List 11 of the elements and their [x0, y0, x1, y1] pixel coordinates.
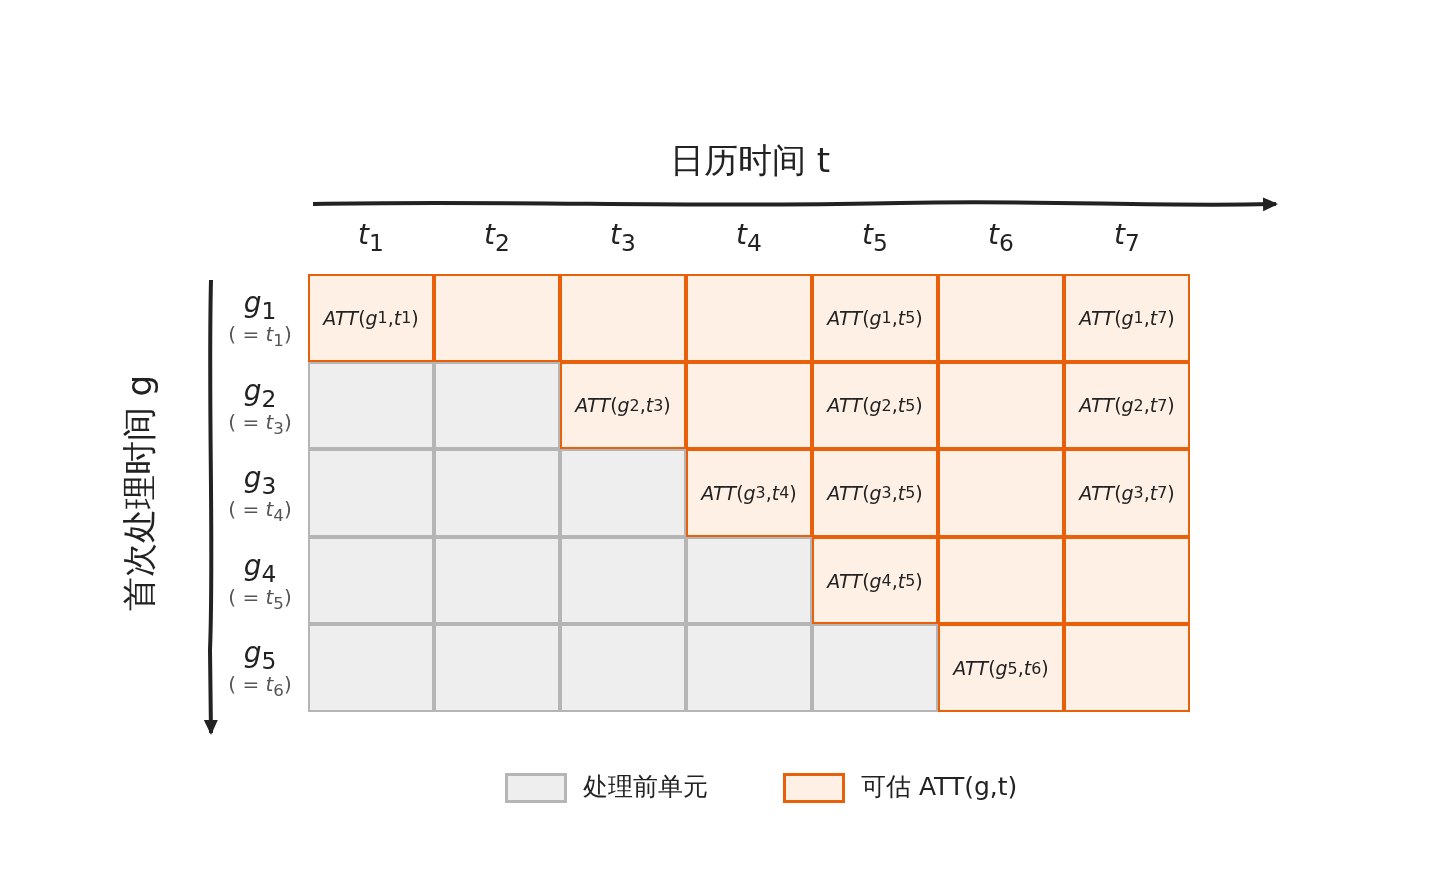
column-header: t$_{2}$	[483, 218, 511, 257]
column-header: t$_{7}$	[1113, 218, 1141, 257]
axis-title: 首次处理时间 g	[118, 373, 160, 614]
legend-label: 处理前单元	[583, 771, 708, 803]
column-header: t$_{6}$	[987, 218, 1015, 257]
column-header: t$_{1}$	[357, 218, 385, 257]
axis-title: 日历时间 t	[668, 139, 832, 182]
column-header: t$_{4}$	[735, 218, 763, 257]
legend-label: 可估 ATT(g,t)	[861, 771, 1018, 803]
column-header: t$_{3}$	[609, 218, 637, 257]
column-header: t$_{5}$	[861, 218, 889, 257]
